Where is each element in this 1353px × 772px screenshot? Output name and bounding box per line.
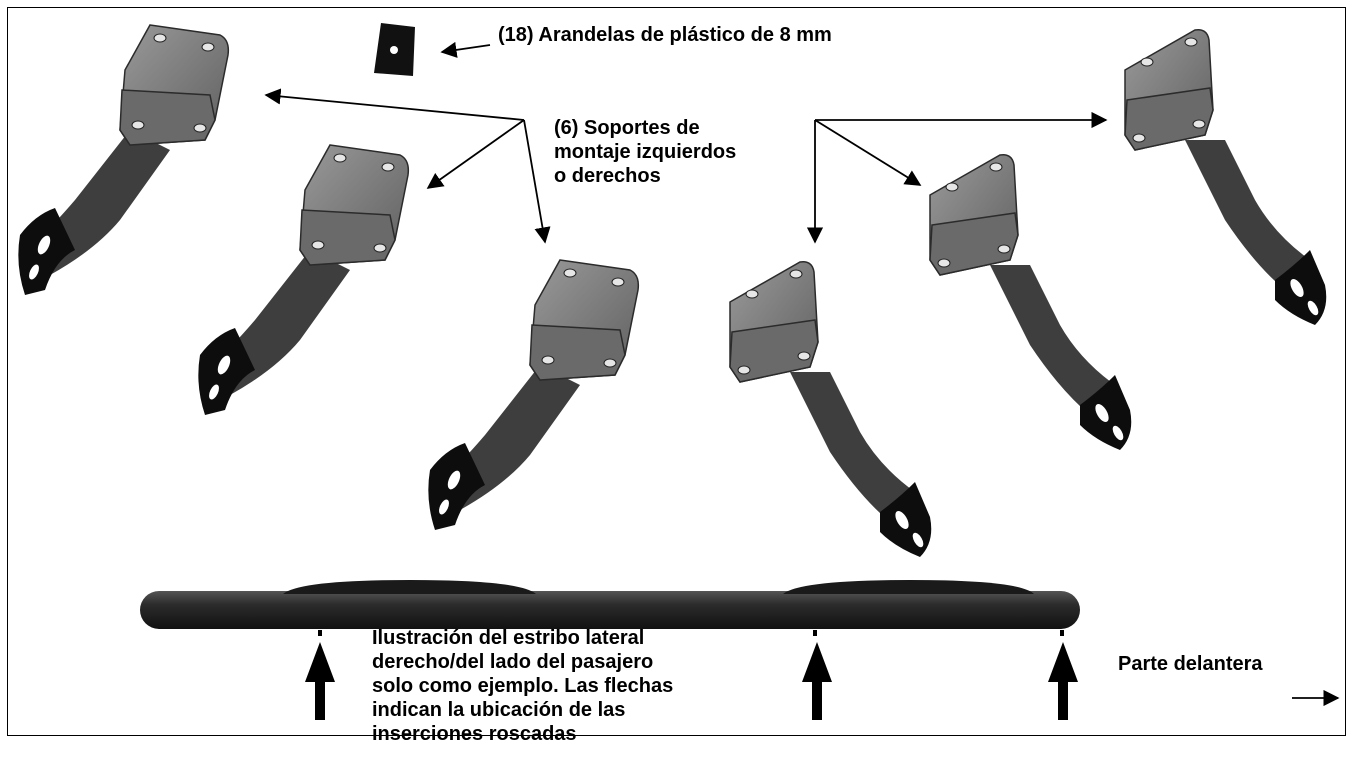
illustration-note: Ilustración del estribo lateral derecho/… — [372, 627, 674, 745]
step-bar-icon — [140, 580, 1080, 636]
bracket-icon — [1124, 28, 1327, 326]
washer-icon — [374, 23, 415, 76]
front-label: Parte delantera — [1118, 653, 1263, 675]
arrow-icon — [440, 41, 491, 58]
brackets-label: (6) Soportes de montaje izquierdos o der… — [554, 117, 737, 187]
bracket-icon — [729, 260, 932, 558]
arrow-icon — [264, 88, 525, 121]
bracket-icon — [929, 153, 1132, 451]
insert-arrows — [305, 642, 1078, 720]
arrow-icon — [305, 642, 335, 720]
bracket-icon — [17, 24, 230, 296]
arrow-icon — [426, 119, 525, 189]
arrow-icon — [523, 119, 551, 244]
arrow-icon — [1048, 642, 1078, 720]
arrow-icon — [814, 119, 922, 186]
bracket-icon — [427, 259, 640, 531]
bracket-icon — [197, 144, 410, 416]
diagram-frame — [7, 7, 1346, 736]
arrow-icon — [802, 642, 832, 720]
leader-arrows — [264, 41, 1340, 707]
washers-label: (18) Arandelas de plástico de 8 mm — [498, 24, 832, 46]
